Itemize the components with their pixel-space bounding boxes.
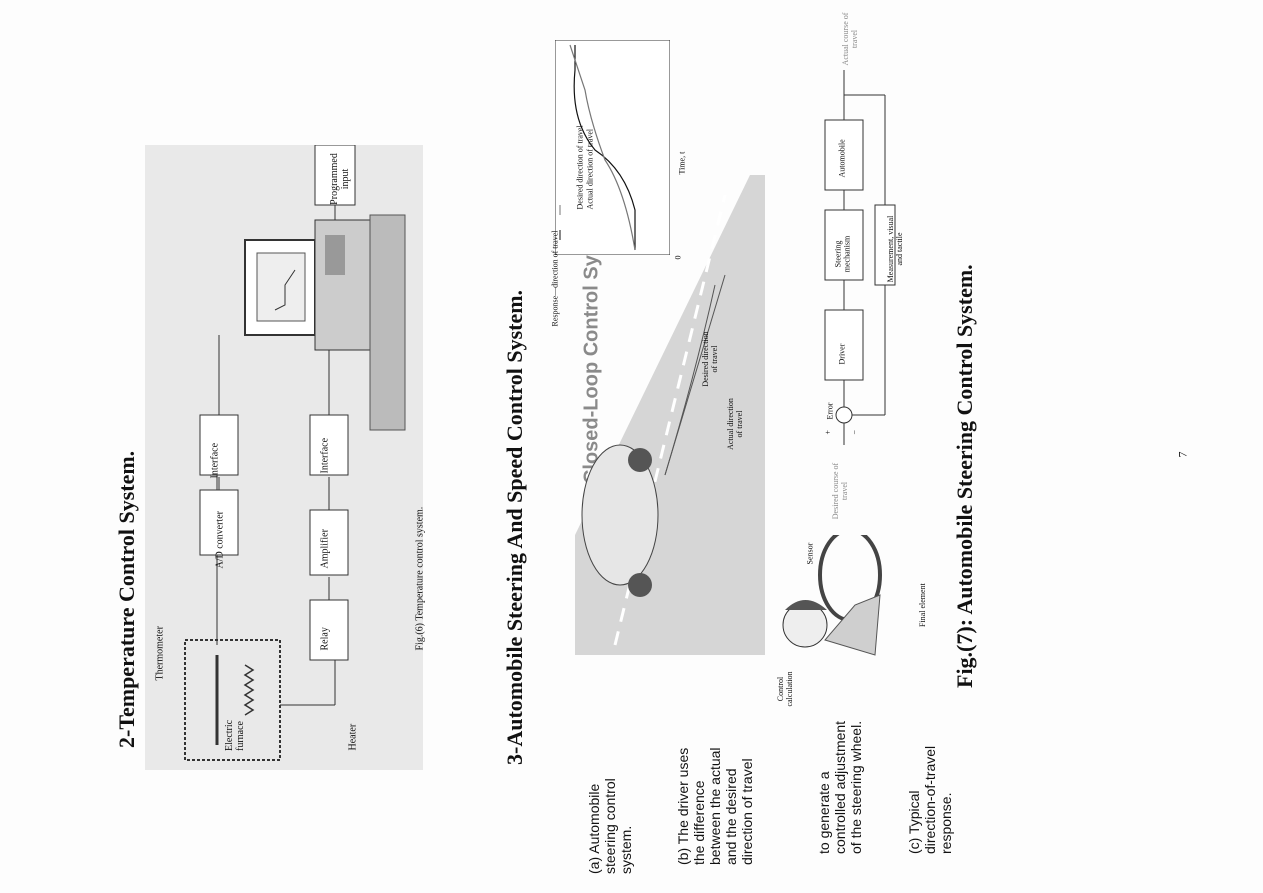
label-actual-course: Actual course of travel	[841, 12, 859, 66]
label-interface-top: Interface	[209, 442, 221, 479]
programmed-input-block	[314, 145, 356, 206]
driver-illustration	[782, 535, 882, 656]
label-furnace: Electric furnace	[224, 719, 246, 751]
label-plus: +	[823, 429, 833, 435]
note-c: (c) Typical direction-of-travel response…	[906, 745, 954, 854]
fig6-caption: Fig.(6) Temperature control system.	[414, 506, 426, 651]
steering-block-diagram	[824, 70, 896, 445]
label-minus: −	[850, 429, 860, 435]
label-final-element: Final element	[918, 583, 927, 627]
response-origin: 0	[673, 255, 683, 260]
label-desired-course: Desired course of travel	[831, 462, 849, 520]
label-ad-converter: A/D converter	[214, 511, 226, 569]
amplifier-block	[309, 509, 349, 576]
label-amplifier: Amplifier	[319, 529, 331, 569]
label-desired-travel: Desired direction of travel	[701, 331, 719, 387]
car-body	[581, 444, 659, 586]
label-error: Error	[825, 402, 835, 420]
note-b2: to generate a controlled adjustment of t…	[816, 720, 864, 854]
furnace-box	[184, 639, 281, 761]
temperature-control-figure	[145, 145, 423, 770]
label-programmed-input: Programmed input	[329, 153, 351, 205]
interface-bottom-block	[309, 414, 349, 476]
label-control-calc: Control calculation	[776, 671, 794, 707]
fig7-caption: Fig.(7): Automobile Steering Control Sys…	[952, 264, 977, 688]
legend-actual: Actual direction of travel	[585, 128, 595, 210]
response-ylabel: Response—direction of travel	[550, 230, 560, 327]
legend-desired: Desired direction of travel	[575, 125, 585, 210]
label-relay: Relay	[319, 627, 331, 651]
driver-block	[824, 309, 864, 381]
interface-top-block	[199, 414, 239, 476]
label-steering-block: Steering mechanism	[833, 235, 852, 273]
label-thermometer: Thermometer	[154, 626, 166, 681]
relay-block	[309, 599, 349, 661]
steering-block	[824, 209, 864, 281]
response-chart	[555, 40, 670, 255]
summing-junction	[835, 406, 853, 424]
section-heading-automobile: 3-Automobile Steering And Speed Control …	[502, 289, 527, 765]
section-heading-temperature: 2-Temperature Control System.	[114, 450, 139, 748]
label-measurement-block: Measurement, visual and tactile	[886, 215, 904, 283]
label-interface-bottom: Interface	[319, 437, 331, 474]
note-a: (a) Automobile steering control system.	[586, 778, 634, 874]
label-heater: Heater	[347, 723, 359, 751]
label-sensor: Sensor	[805, 542, 815, 565]
page-number: 7	[1175, 451, 1190, 458]
label-driver-block: Driver	[837, 343, 847, 365]
response-xlabel: Time, t	[677, 151, 687, 175]
note-b1: (b) The driver uses the difference betwe…	[675, 747, 755, 865]
road-car-illustration	[575, 175, 765, 655]
automobile-block	[824, 119, 864, 191]
label-automobile-block: Automobile	[837, 139, 847, 178]
label-actual-travel: Actual direction of travel	[726, 398, 744, 450]
